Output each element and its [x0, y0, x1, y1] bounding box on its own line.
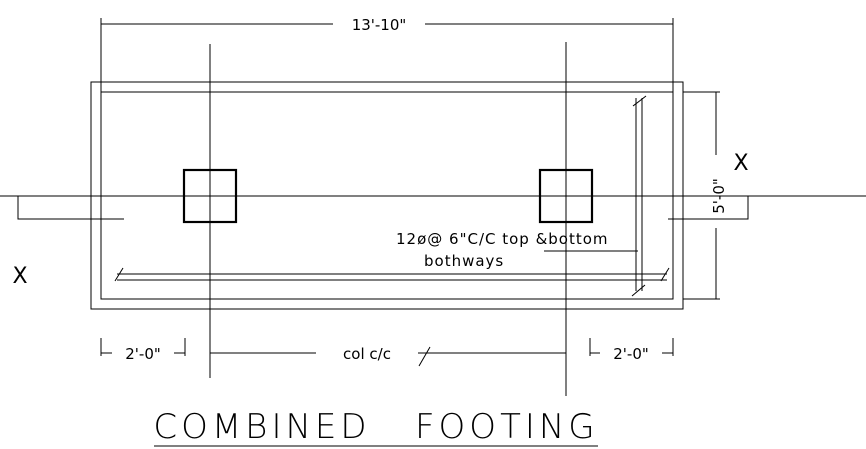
- right-column: [538, 168, 594, 224]
- section-label-right: X: [733, 151, 748, 176]
- reinforcement-note-line2: bothways: [424, 252, 504, 270]
- section-cut-right: [668, 196, 749, 220]
- vertical-bar-hook-bottom: [631, 284, 646, 297]
- right-projection-label: 2'-0": [613, 345, 649, 363]
- reinforcement-note-line1: 12ø@ 6"C/C top &bottom: [396, 230, 609, 248]
- left-projection-label: 2'-0": [125, 345, 161, 363]
- drawing-title: COMBINED FOOTING: [153, 407, 598, 447]
- column-spacing-slash: [418, 346, 431, 367]
- column-spacing-label: col c/c: [343, 345, 391, 363]
- left-column: [182, 168, 238, 224]
- overall-length-label: 13'-10": [352, 16, 407, 34]
- width-dimension-label: 5'-0": [710, 178, 728, 214]
- section-label-left: X: [12, 264, 27, 289]
- bottom-bar-hook-left: [114, 267, 124, 282]
- vertical-bar-hook-top: [632, 95, 647, 107]
- bottom-bar-hook-right: [660, 267, 670, 282]
- section-cut-left: [17, 196, 124, 220]
